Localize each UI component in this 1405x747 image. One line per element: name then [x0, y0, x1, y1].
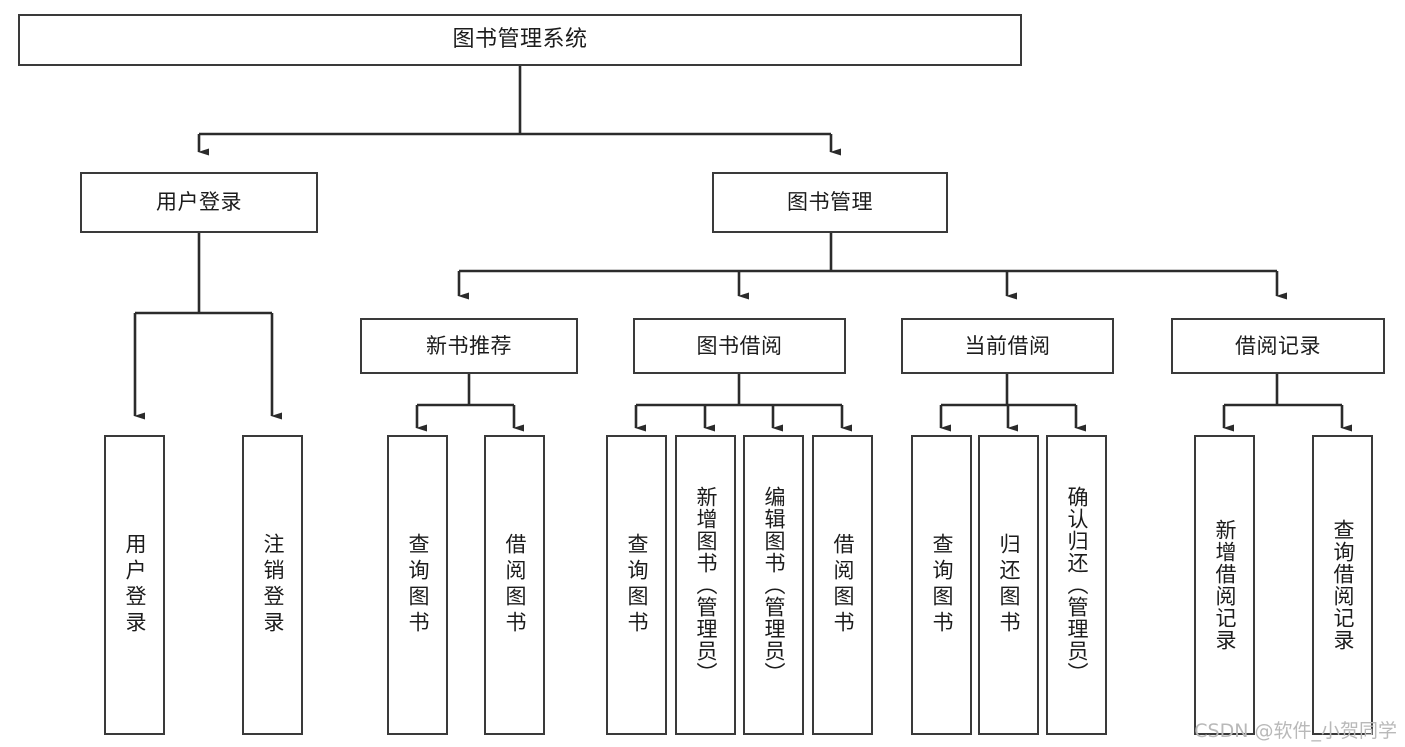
node-label: 借阅记录 — [1235, 333, 1321, 358]
node-label: 用户登录 — [156, 190, 242, 215]
node-label: 注销登录 — [261, 533, 285, 637]
node-label: 查询借阅记录 — [1331, 519, 1355, 651]
node-leaf-query-book-borrow[interactable]: 查询图书 — [606, 435, 667, 735]
node-label: 编辑图书（管理员） — [762, 486, 786, 684]
node-leaf-add-borrow-record[interactable]: 新增借阅记录 — [1194, 435, 1255, 735]
node-label: 查询图书 — [625, 533, 649, 637]
node-leaf-logout[interactable]: 注销登录 — [242, 435, 303, 735]
node-label: 新增图书（管理员） — [694, 486, 718, 684]
node-leaf-query-book-recommend[interactable]: 查询图书 — [387, 435, 448, 735]
node-book-borrow[interactable]: 图书借阅 — [633, 318, 846, 374]
node-label: 用户登录 — [123, 533, 147, 637]
node-label: 借阅图书 — [503, 533, 527, 637]
node-leaf-confirm-return-admin[interactable]: 确认归还（管理员） — [1046, 435, 1107, 735]
node-new-book-recommendation[interactable]: 新书推荐 — [360, 318, 578, 374]
node-leaf-edit-book-admin[interactable]: 编辑图书（管理员） — [743, 435, 804, 735]
node-label: 确认归还（管理员） — [1065, 486, 1089, 684]
node-leaf-borrow-book[interactable]: 借阅图书 — [812, 435, 873, 735]
node-label: 查询图书 — [406, 533, 430, 637]
node-label: 借阅图书 — [831, 533, 855, 637]
node-leaf-borrow-book-recommend[interactable]: 借阅图书 — [484, 435, 545, 735]
node-label: 新增借阅记录 — [1213, 519, 1237, 651]
node-leaf-query-book-current[interactable]: 查询图书 — [911, 435, 972, 735]
node-leaf-user-login[interactable]: 用户登录 — [104, 435, 165, 735]
node-label: 查询图书 — [930, 533, 954, 637]
node-leaf-add-book-admin[interactable]: 新增图书（管理员） — [675, 435, 736, 735]
node-leaf-return-book[interactable]: 归还图书 — [978, 435, 1039, 735]
node-root-book-management-system[interactable]: 图书管理系统 — [18, 14, 1022, 66]
node-label: 归还图书 — [997, 533, 1021, 637]
node-label: 图书管理 — [787, 190, 873, 215]
node-book-management[interactable]: 图书管理 — [712, 172, 948, 233]
node-borrow-record[interactable]: 借阅记录 — [1171, 318, 1385, 374]
node-leaf-query-borrow-record[interactable]: 查询借阅记录 — [1312, 435, 1373, 735]
node-label: 图书借阅 — [696, 333, 783, 358]
node-user-login[interactable]: 用户登录 — [80, 172, 318, 233]
node-label: 当前借阅 — [964, 333, 1051, 358]
node-label: 新书推荐 — [426, 333, 512, 358]
node-current-borrow[interactable]: 当前借阅 — [901, 318, 1114, 374]
node-label: 图书管理系统 — [452, 27, 588, 53]
